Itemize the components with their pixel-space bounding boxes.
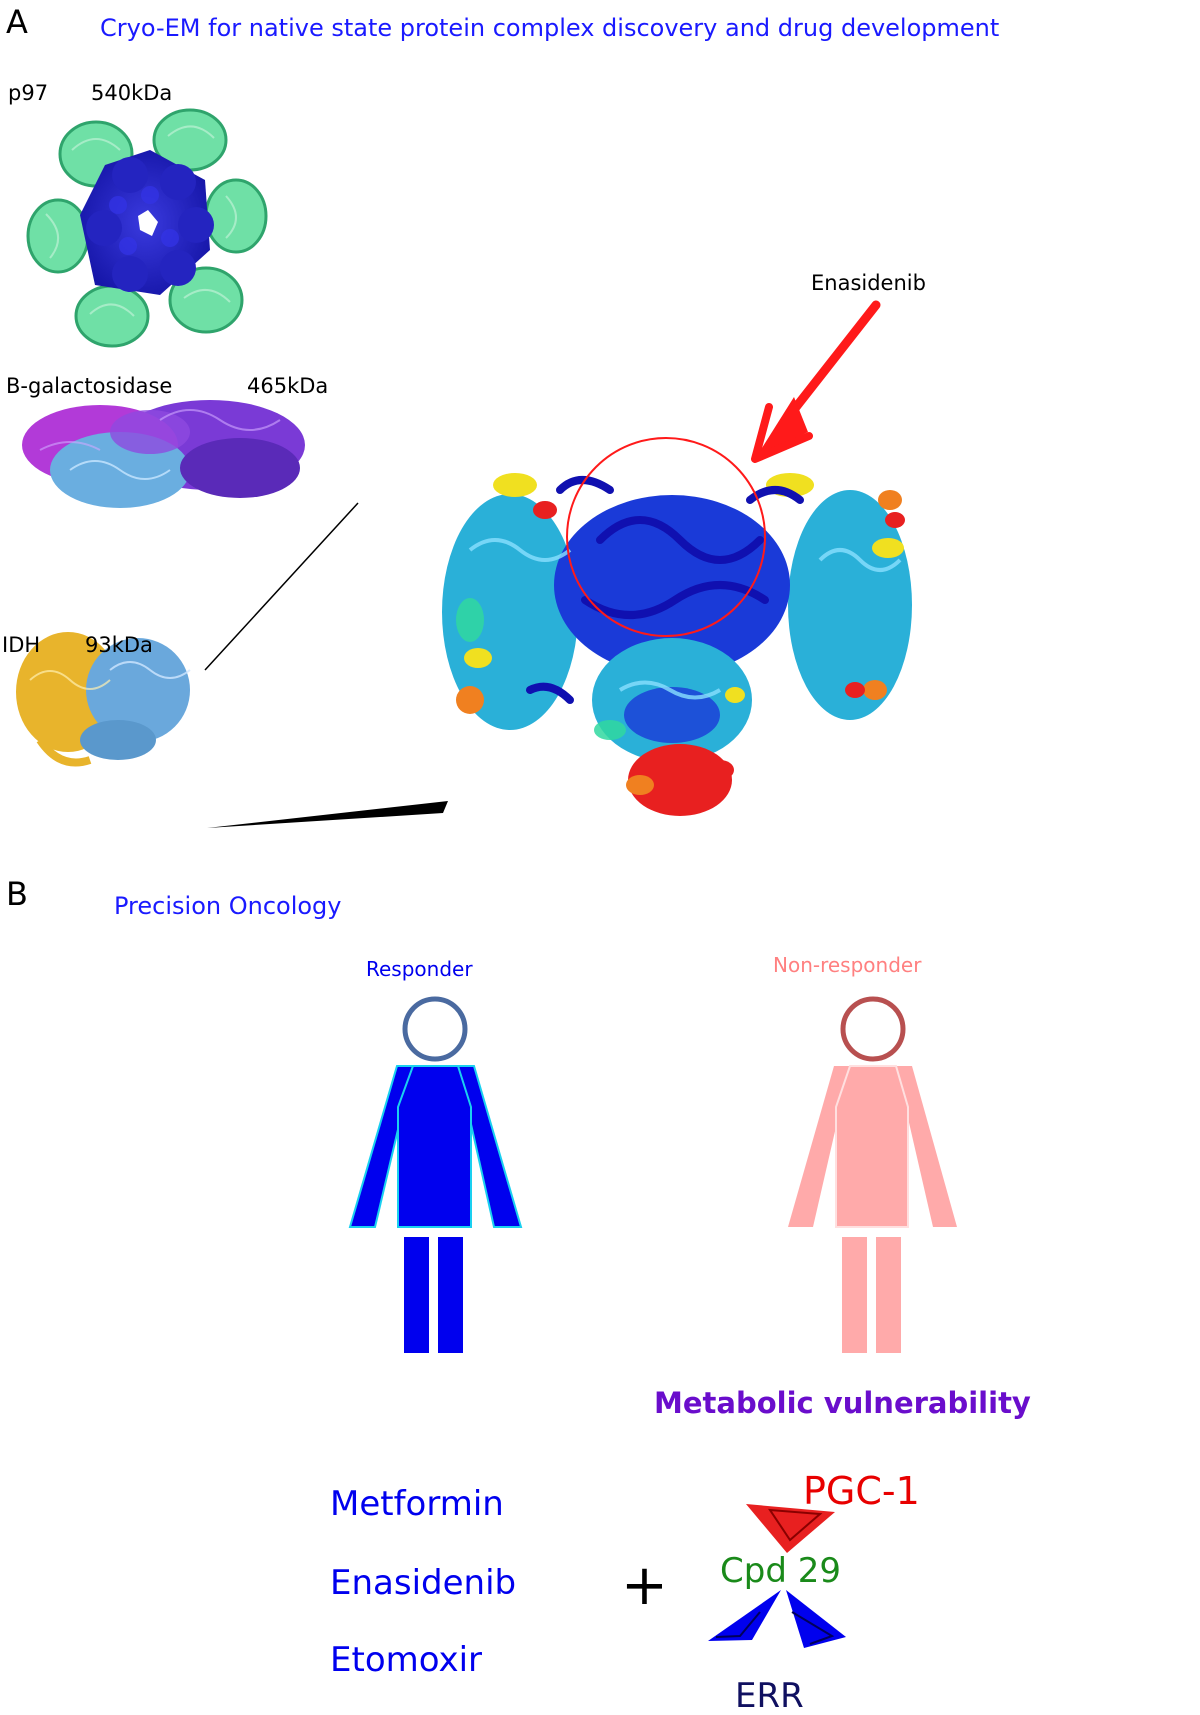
responder-person-icon	[348, 996, 523, 1353]
zoom-line-top	[204, 502, 359, 671]
zoom-line-bottom	[207, 801, 448, 828]
panel-a-letter: A	[6, 3, 28, 41]
non-responder-label: Non-responder	[773, 953, 922, 977]
panel-b-title: Precision Oncology	[114, 892, 342, 920]
b-galactosidase-name-label: B-galactosidase	[6, 374, 173, 398]
p97-mass-label: 540kDa	[91, 81, 173, 105]
non-responder-person-icon	[788, 996, 957, 1353]
b-galactosidase-mass-label: 465kDa	[247, 374, 329, 398]
enasidenib-arrow	[751, 300, 881, 463]
drug-metformin-label: Metformin	[330, 1484, 504, 1524]
err-chevron-icon	[708, 1590, 846, 1648]
err-label: ERR	[735, 1676, 804, 1715]
enasidenib-label: Enasidenib	[811, 271, 926, 295]
metabolic-vulnerability-label: Metabolic vulnerability	[654, 1386, 1031, 1420]
panel-a-title: Cryo-EM for native state protein complex…	[100, 14, 1000, 42]
idh-mass-label: 93kDa	[85, 633, 153, 657]
drug-etomoxir-label: Etomoxir	[330, 1640, 483, 1680]
cpd-29-label: Cpd 29	[720, 1551, 841, 1591]
p97-structure-image	[26, 108, 268, 348]
idh-name-label: IDH	[2, 633, 41, 657]
plus-sign: +	[621, 1553, 668, 1618]
pgc-1-triangle-icon	[746, 1504, 835, 1553]
idh-enasidenib-structure-image	[442, 473, 912, 816]
panel-b-letter: B	[6, 875, 28, 913]
idh-structure-image	[16, 632, 191, 767]
b-galactosidase-structure-image	[22, 400, 305, 508]
binding-site-circle	[566, 437, 766, 637]
pgc-1-label: PGC-1	[803, 1469, 920, 1513]
responder-label: Responder	[366, 957, 473, 981]
p97-name-label: p97	[8, 81, 49, 105]
drug-enasidenib-label: Enasidenib	[330, 1563, 517, 1603]
